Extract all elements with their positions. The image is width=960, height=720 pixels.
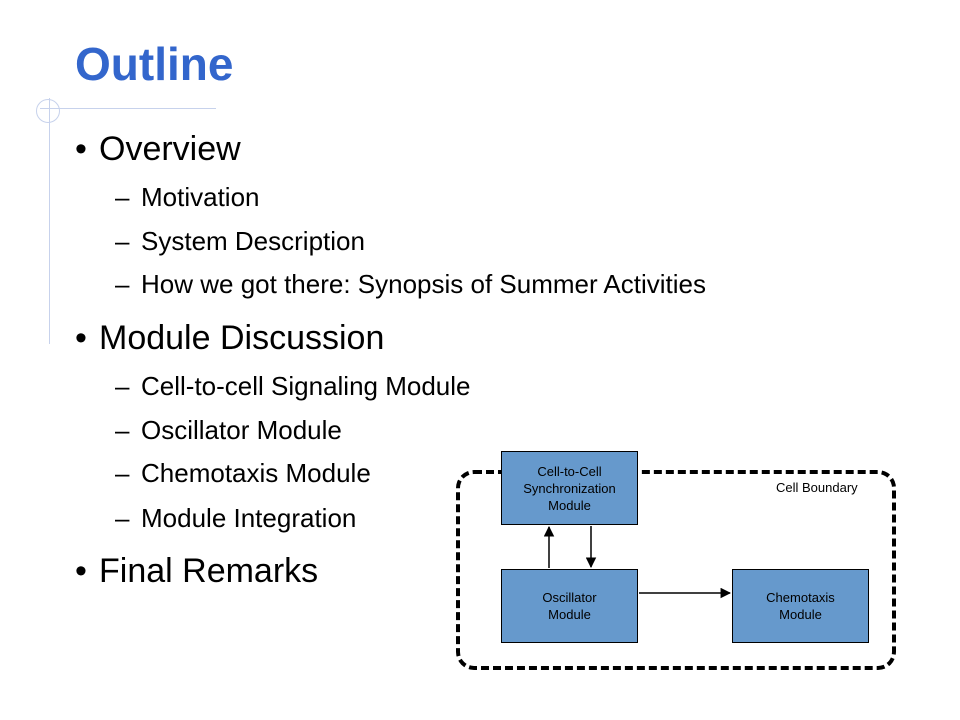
cell-boundary xyxy=(456,470,896,670)
bullet-overview: • Overview xyxy=(75,129,241,169)
sub-item-marker: – xyxy=(115,226,130,256)
sub-item-signaling-module: – Cell-to-cell Signaling Module xyxy=(115,370,471,402)
bullet-marker: • xyxy=(75,130,87,168)
oscillator-module-box: Oscillator Module xyxy=(501,569,638,643)
sub-item-marker: – xyxy=(115,503,130,533)
sub-item-summer-activities: – How we got there: Synopsis of Summer A… xyxy=(115,268,707,300)
sub-item-motivation: – Motivation xyxy=(115,181,260,213)
sub-item-module-integration: – Module Integration xyxy=(115,502,357,534)
sub-item-label: Oscillator Module xyxy=(141,415,342,445)
sub-item-oscillator-module: – Oscillator Module xyxy=(115,414,342,446)
bullet-marker: • xyxy=(75,552,87,590)
sub-item-marker: – xyxy=(115,182,130,212)
sync-module-box: Cell-to-Cell Synchronization Module xyxy=(501,451,638,525)
slide-title: Outline xyxy=(75,38,234,90)
bullet-marker: • xyxy=(75,319,87,357)
sub-item-marker: – xyxy=(115,371,130,401)
bullet-module-discussion: • Module Discussion xyxy=(75,318,385,358)
sub-item-label: System Description xyxy=(141,226,365,256)
sub-item-label: How we got there: Synopsis of Summer Act… xyxy=(141,269,707,299)
sub-item-marker: – xyxy=(115,415,130,445)
sub-item-chemotaxis-module: – Chemotaxis Module xyxy=(115,457,371,489)
sub-item-label: Module Integration xyxy=(141,503,357,533)
sub-item-marker: – xyxy=(115,458,130,488)
decoration-circle xyxy=(36,99,60,123)
bullet-label: Final Remarks xyxy=(99,552,319,590)
bullet-label: Module Discussion xyxy=(99,319,385,357)
bullet-final-remarks: • Final Remarks xyxy=(75,551,319,591)
bullet-label: Overview xyxy=(99,130,241,168)
sub-item-label: Chemotaxis Module xyxy=(141,458,371,488)
cell-boundary-label: Cell Boundary xyxy=(776,480,858,495)
sub-item-marker: – xyxy=(115,269,130,299)
sub-item-system-description: – System Description xyxy=(115,225,365,257)
sub-item-label: Cell-to-cell Signaling Module xyxy=(141,371,471,401)
sub-item-label: Motivation xyxy=(141,182,260,212)
chemotaxis-module-box: Chemotaxis Module xyxy=(732,569,869,643)
decoration-line-vertical xyxy=(49,98,50,344)
decoration-line-horizontal xyxy=(40,108,216,109)
